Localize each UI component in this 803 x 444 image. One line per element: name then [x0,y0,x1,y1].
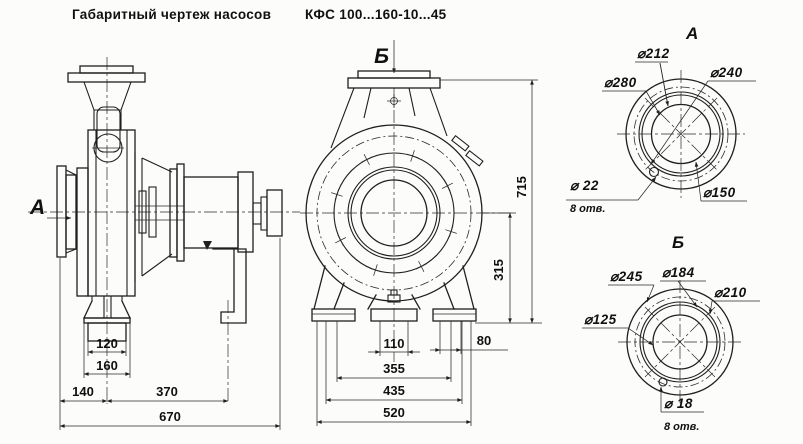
label-b-holes-note: 8 отв. [664,421,699,433]
flange-b-title: Б [672,233,684,252]
dim-feet-outer: 435 [383,383,405,398]
label-b-raised-face: ⌀184 [662,265,695,280]
flange-b-diagonals [644,306,716,378]
flange-a-centerlines [617,70,745,198]
label-a-bolt-circle: ⌀240 [710,65,743,80]
dim-flange-to-foot: 140 [72,384,94,399]
shaft-coupling [252,189,283,237]
casing-lug [451,134,484,167]
label-a-holes-note: 8 отв. [570,203,605,215]
front-discharge-flange [330,70,448,149]
label-b-outer: ⌀245 [610,269,643,284]
dim-center-foot: 110 [384,336,405,351]
side-dimensions: 120 160 140 370 670 [59,336,281,428]
flange-a-bolt-hole [648,166,660,178]
label-a-raised-face: ⌀212 [637,46,670,61]
suction-flange [56,165,77,258]
side-extension-lines [59,238,281,430]
dim-foot-base: 160 [96,358,118,373]
label-b-hole: ⌀ 18 [664,396,693,411]
side-view: А [28,57,300,430]
pump-casing [76,129,136,297]
support-point-marker [203,241,212,250]
support-bracket [212,248,247,404]
flange-b-bolt-hole [658,377,668,387]
casing-foot [83,296,131,342]
dim-foot-top: 120 [96,336,118,351]
flange-view-b: Б ⌀245 ⌀184 ⌀210 ⌀125 ⌀ 18 [582,233,760,433]
dim-feet-centers: 355 [383,361,405,376]
label-a-bore: ⌀150 [703,185,736,200]
bearing-frame-flange [169,163,185,262]
label-b-bore: ⌀125 [584,312,617,327]
label-a-outer: ⌀280 [604,75,637,90]
dim-axis-to-base: 315 [491,259,506,281]
label-b-bolt-circle: ⌀210 [714,285,747,300]
dim-pad: 80 [477,333,491,348]
support-legs [311,265,477,322]
front-view: Б [300,40,542,426]
flange-a-title: А [685,24,698,43]
section-b-label: Б [374,45,389,68]
label-a-hole: ⌀ 22 [570,178,599,193]
dim-foot-to-support: 370 [156,384,178,399]
seal-housing [134,152,184,282]
dim-overall-length: 670 [159,409,181,424]
flange-a-labels: ⌀212 ⌀280 ⌀240 ⌀150 ⌀ 22 8 отв. [566,46,756,215]
dim-overall-height: 715 [514,176,529,198]
drawing-title: Габаритный чертеж насосов [72,7,271,22]
section-a-label: А [29,196,45,219]
dim-overall-width: 520 [383,405,405,420]
front-dimensions: 110 355 435 520 80 315 715 [316,79,534,424]
flange-b-labels: ⌀245 ⌀184 ⌀210 ⌀125 ⌀ 18 8 отв. [582,265,760,433]
pump-model: КФС 100...160-10...45 [305,7,447,22]
side-discharge-flange [67,65,146,163]
flange-view-a: А ⌀212 ⌀280 ⌀240 ⌀150 ⌀ 22 [566,24,756,215]
cover-bolt-ticks [331,150,457,276]
